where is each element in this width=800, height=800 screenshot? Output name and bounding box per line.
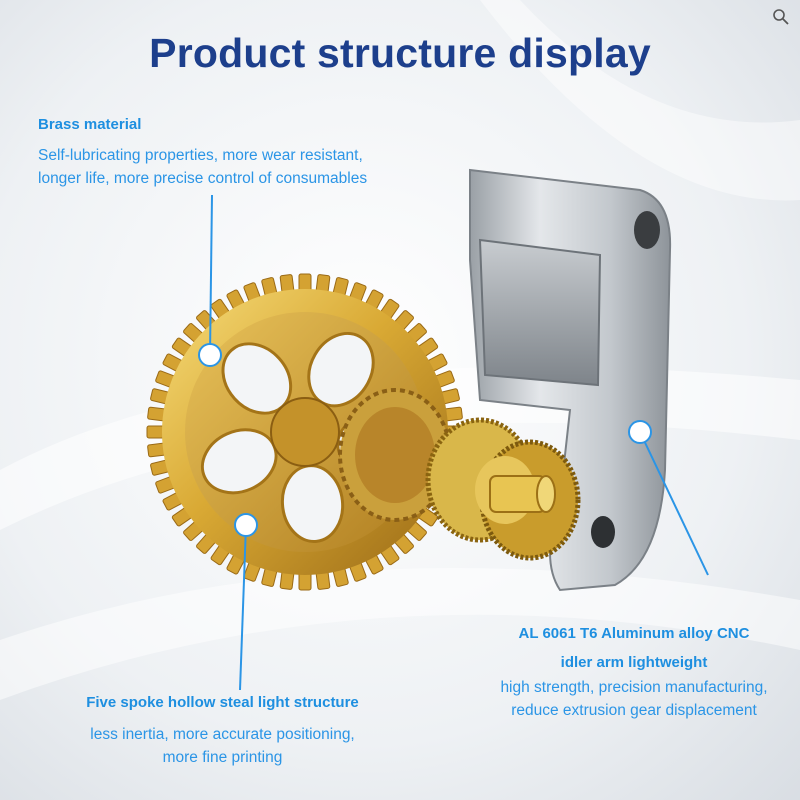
brass-description-line-2: longer life, more precise control of con…: [38, 170, 368, 187]
aluminum-idler-arm: [469, 168, 672, 592]
callout-marker-spoke: [234, 513, 258, 537]
idler-arm-top-hole: [634, 211, 660, 249]
page-title: Product structure display: [149, 30, 651, 76]
aluminum-description-line-1: high strength, precision manufacturing,: [500, 679, 768, 696]
callouts: [198, 194, 709, 691]
spoke-description-line-1: less inertia, more accurate positioning,: [90, 726, 355, 743]
brass-shaft: [489, 475, 556, 513]
background-swoosh-3: [480, 0, 800, 201]
aluminum-description-line-2: reduce extrusion gear displacement: [511, 702, 757, 719]
callout-line-brass: [209, 194, 213, 356]
callout-marker-aluminum: [628, 420, 652, 444]
background-swoosh-2: [0, 568, 800, 700]
brass-material-heading: Brass material: [38, 116, 142, 133]
callout-line-spoke: [239, 524, 247, 691]
aluminum-heading-line-1: AL 6061 T6 Aluminum alloy CNC: [518, 625, 750, 642]
callout-marker-brass: [198, 343, 222, 367]
magnifier-search-icon[interactable]: [772, 8, 790, 26]
aluminum-arm-description: high strength, precision manufacturing, …: [474, 676, 794, 722]
small-brass-gear: [338, 388, 452, 522]
brass-description-line-1: Self-lubricating properties, more wear r…: [38, 147, 363, 164]
brass-material-description: Self-lubricating properties, more wear r…: [38, 144, 367, 190]
spoke-structure-heading: Five spoke hollow steal light structure: [86, 694, 359, 711]
callout-line-aluminum: [639, 431, 709, 576]
spoke-structure-description: less inertia, more accurate positioning,…: [0, 723, 445, 769]
idler-arm-bottom-hole: [591, 516, 615, 548]
aluminum-arm-heading: AL 6061 T6 Aluminum alloy CNC idler arm …: [474, 619, 794, 677]
aluminum-heading-line-2: idler arm lightweight: [560, 654, 708, 671]
gear-hub: [270, 397, 340, 467]
idler-arm-window: [478, 238, 602, 387]
spoke-description-line-2: more fine printing: [162, 749, 283, 766]
